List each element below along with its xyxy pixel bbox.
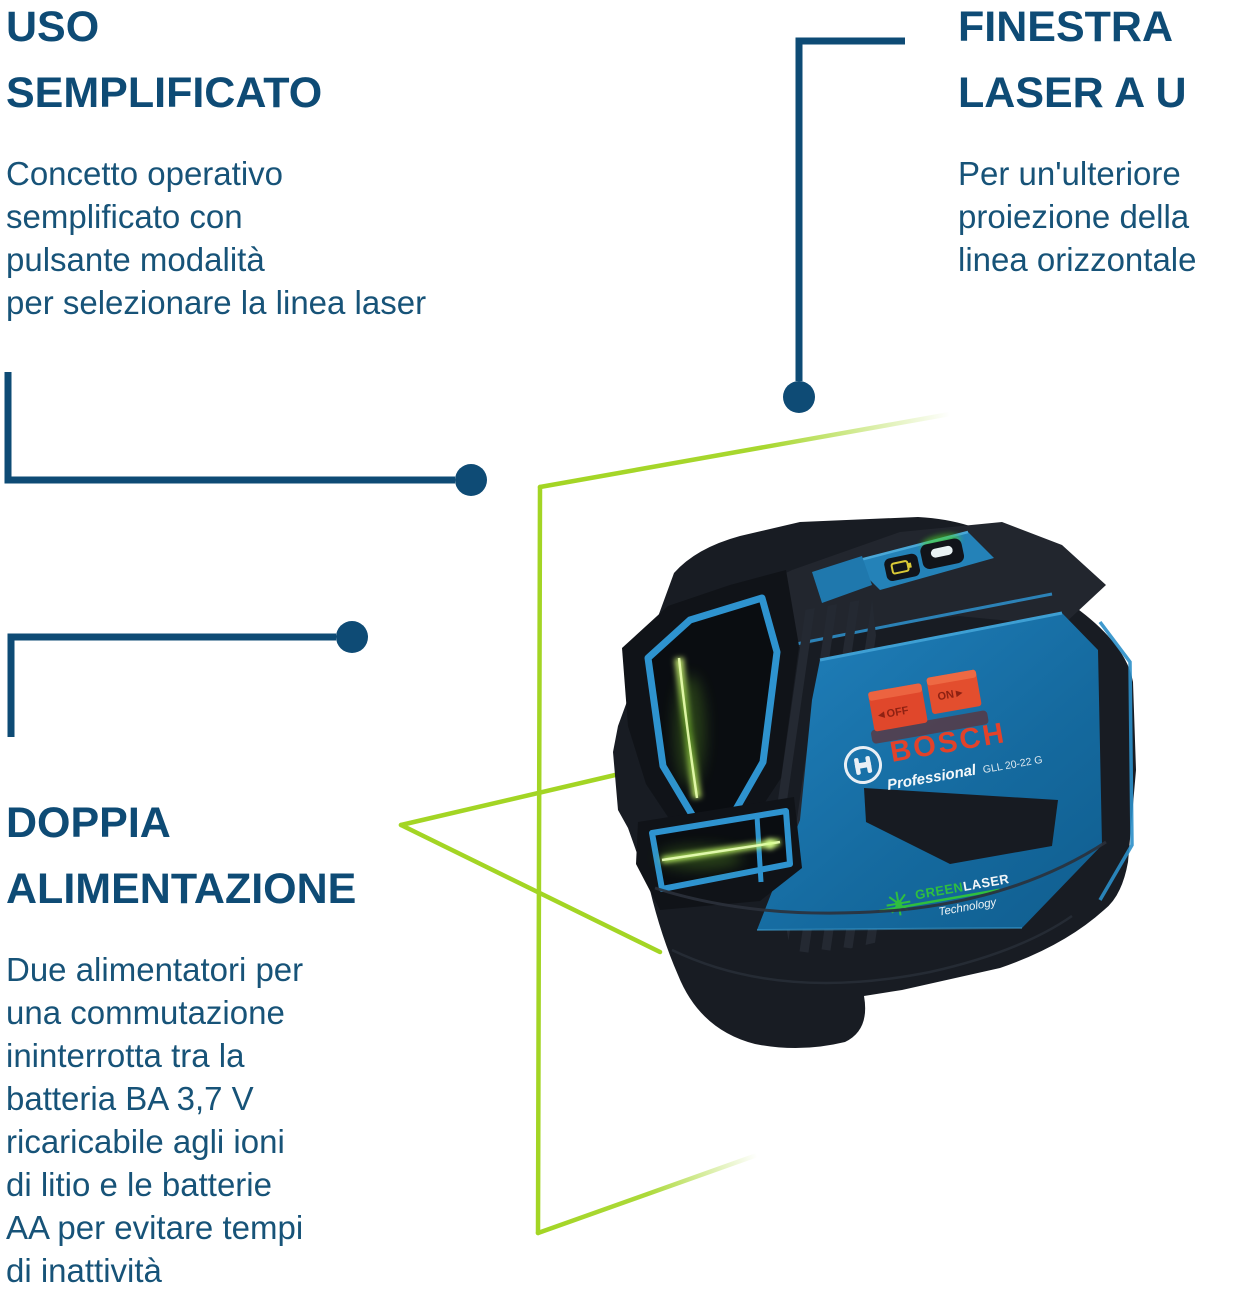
power-switch[interactable]: ◄OFF ON► xyxy=(863,669,989,745)
leader-uso-dot xyxy=(455,464,487,496)
laser-exit-hotspot xyxy=(765,839,775,849)
laser-line-floor-diagonal xyxy=(398,822,663,955)
front-face-top-edge xyxy=(819,611,1063,662)
top-left-blue-patch xyxy=(812,556,872,603)
battery-icon xyxy=(890,560,910,575)
switch-shadow xyxy=(871,710,989,744)
switch-tab-on-bevel xyxy=(926,669,977,686)
switch-on-label: ON► xyxy=(937,687,966,704)
callout-finestra-heading: FINESTRA LASER A U xyxy=(958,0,1187,126)
badge-underline xyxy=(879,888,1000,913)
front-face-bottom-edge xyxy=(756,927,1023,931)
finestra-body-line: linea orizzontale xyxy=(958,241,1197,278)
leader-finestra xyxy=(795,37,905,381)
top-control-panel xyxy=(812,530,994,603)
leader-uso xyxy=(4,372,455,484)
uso-body-line: Concetto operativo xyxy=(6,155,284,192)
device-top-seam xyxy=(795,592,1053,646)
callout-doppia-heading: DOPPIA ALIMENTAZIONE xyxy=(6,790,356,922)
uso-body-line: pulsante modalità xyxy=(6,241,265,278)
horizontal-laser-window xyxy=(636,797,802,910)
front-face xyxy=(756,611,1134,931)
finestra-body-line: proiezione della xyxy=(958,198,1190,235)
callout-doppia-body: Due alimentatori per una commutazione in… xyxy=(6,948,303,1292)
uso-heading-line1: USO xyxy=(6,3,100,51)
finestra-heading-line2: LASER A U xyxy=(958,69,1187,117)
switch-off-label: ◄OFF xyxy=(875,705,910,723)
base-seam-upper xyxy=(654,840,1107,915)
doppia-heading-line1: DOPPIA xyxy=(6,799,171,847)
mode-button-bar-icon xyxy=(930,545,953,558)
leader-doppia-dot xyxy=(336,621,368,653)
laser-line-vertical xyxy=(535,484,543,1236)
doppia-body-line: batteria BA 3,7 V xyxy=(6,1080,254,1117)
doppia-body-line: di litio e le batterie xyxy=(6,1166,272,1203)
doppia-body-line: Due alimentatori per xyxy=(6,951,304,988)
vertical-laser-streak-core xyxy=(677,657,699,799)
right-side-seam xyxy=(1098,620,1134,901)
callout-uso-heading: USO SEMPLIFICATO xyxy=(6,0,322,126)
leader-finestra-dot xyxy=(783,381,815,413)
uso-heading-line2: SEMPLIFICATO xyxy=(6,69,323,117)
doppia-body-line: AA per evitare tempi xyxy=(6,1209,304,1246)
laser-line-lower-diagonal xyxy=(535,1152,760,1236)
bosch-logo-icon xyxy=(844,746,882,784)
base-seam-lower xyxy=(671,914,1073,985)
laser-line-horizontal-to-device xyxy=(398,769,631,828)
finestra-heading-line1: FINESTRA xyxy=(958,3,1173,51)
device-top-surface xyxy=(700,522,1106,658)
laser-lines xyxy=(398,411,953,1236)
doppia-body-line: di inattività xyxy=(6,1252,162,1289)
leader-doppia xyxy=(7,633,336,737)
callout-finestra-body: Per un'ulteriore proiezione della linea … xyxy=(958,152,1196,281)
uso-body-line: semplificato con xyxy=(6,198,243,235)
doppia-body-line: una commutazione xyxy=(6,994,285,1031)
laser-line-horizontal-upper xyxy=(537,411,953,490)
battery-button[interactable] xyxy=(883,553,921,583)
front-grip-wedge xyxy=(864,788,1058,864)
doppia-body-line: ininterrotta tra la xyxy=(6,1037,245,1074)
horizontal-laser-streak-core xyxy=(661,840,781,862)
uso-body-line: per selezionare la linea laser xyxy=(6,284,427,321)
callout-leaders xyxy=(4,37,905,737)
switch-tab-off-bevel xyxy=(868,683,923,701)
doppia-body-line: ricaricabile agli ioni xyxy=(6,1123,285,1160)
finestra-body-line: Per un'ulteriore xyxy=(958,155,1181,192)
horizontal-window-divider xyxy=(754,815,764,883)
battery-icon-tip xyxy=(907,562,912,568)
vertical-laser-window xyxy=(622,570,799,850)
callout-uso-body: Concetto operativo semplificato con puls… xyxy=(6,152,426,324)
doppia-heading-line2: ALIMENTAZIONE xyxy=(6,865,357,913)
